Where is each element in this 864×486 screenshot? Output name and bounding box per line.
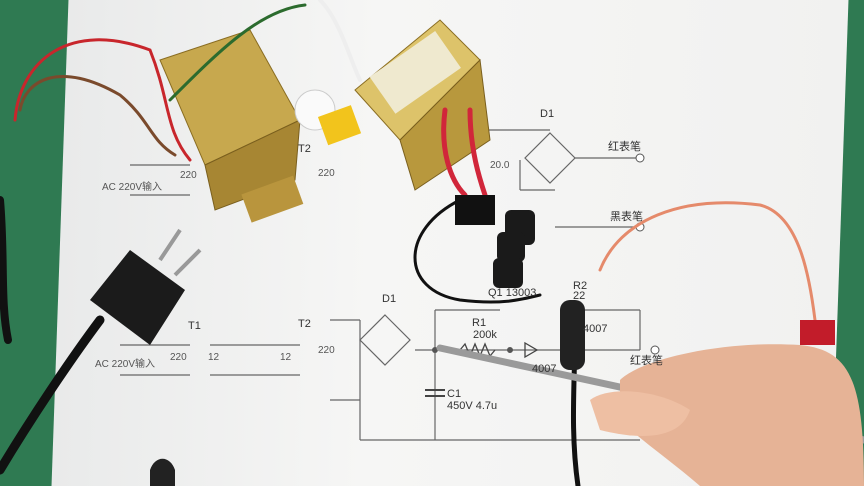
transformer-left [159, 29, 304, 223]
top-input-label: AC 220V输入 [102, 182, 163, 193]
t1-primary: 220 [170, 352, 187, 363]
t2-primary: 12 [280, 352, 292, 363]
power-plug [90, 228, 202, 345]
top-black-probe-label: 黑表笔 [610, 211, 643, 223]
resistor-r1-symbol [459, 342, 496, 358]
transformer-right [354, 19, 491, 191]
top-red-probe-label: 红表笔 [608, 141, 641, 153]
r2-label: R2 [573, 280, 588, 292]
probe-black-handle [560, 300, 585, 370]
t2-secondary: 220 [318, 345, 335, 356]
q1-label: Q1 13003 [488, 287, 537, 299]
t2-label: T2 [298, 318, 311, 330]
diode-label: 4007 [583, 323, 608, 335]
r2-value: 22 [573, 290, 586, 302]
connector [455, 195, 495, 225]
top-t2-label: T2 [298, 143, 311, 155]
transformer-mark: 20.0 [490, 160, 510, 171]
c1-value: 450V 4.7u [447, 400, 498, 412]
bottom-red-probe-label: 红表笔 [630, 355, 663, 367]
top-t1-primary: 220 [180, 170, 197, 181]
r1-label: R1 [472, 317, 487, 329]
r1-value: 200k [473, 329, 497, 341]
top-d1-label: D1 [540, 108, 555, 120]
top-t2-secondary: 220 [318, 168, 335, 179]
c1-label: C1 [447, 388, 462, 400]
bottom-input-label: AC 220V输入 [95, 359, 156, 370]
t1-label: T1 [188, 320, 201, 332]
hand [620, 344, 864, 486]
red-clip [800, 320, 835, 345]
t1-secondary: 12 [208, 352, 220, 363]
d1-label: D1 [382, 293, 397, 305]
diode2-label: 4007 [532, 363, 557, 375]
